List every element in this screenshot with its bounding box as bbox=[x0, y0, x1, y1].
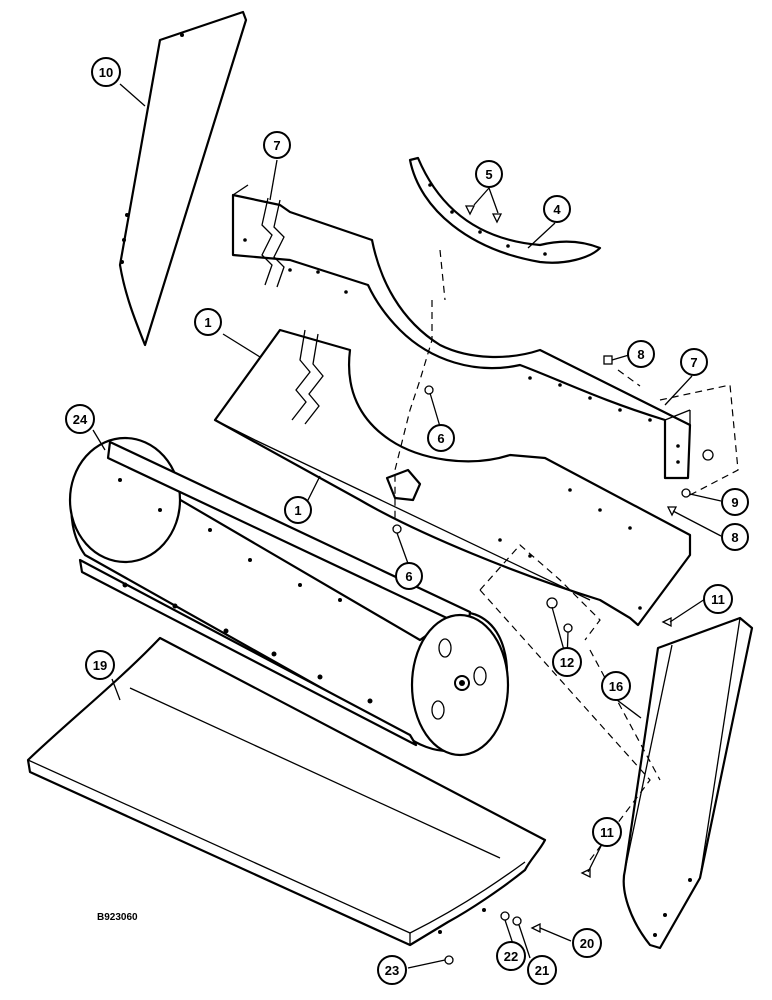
svg-text:5: 5 bbox=[485, 167, 492, 182]
svg-text:23: 23 bbox=[385, 963, 399, 978]
callout-19: 19 bbox=[85, 650, 115, 680]
callout-11: 11 bbox=[703, 584, 733, 614]
svg-text:8: 8 bbox=[731, 530, 738, 545]
assembly-dashed-lines bbox=[394, 249, 739, 861]
callout-5: 5 bbox=[475, 160, 503, 188]
callout-1: 1 bbox=[284, 496, 312, 524]
svg-text:20: 20 bbox=[580, 936, 594, 951]
callout-22: 22 bbox=[496, 941, 526, 971]
callout-10: 10 bbox=[91, 57, 121, 87]
svg-text:19: 19 bbox=[93, 658, 107, 673]
callout-4: 4 bbox=[543, 195, 571, 223]
part-4-curved-strip bbox=[408, 156, 602, 264]
callout-21: 21 bbox=[527, 955, 557, 985]
svg-text:16: 16 bbox=[609, 679, 623, 694]
callout-12: 12 bbox=[552, 647, 582, 677]
callout-23: 23 bbox=[377, 955, 407, 985]
svg-text:11: 11 bbox=[600, 825, 614, 840]
callout-8: 8 bbox=[627, 340, 655, 368]
svg-text:24: 24 bbox=[73, 412, 88, 427]
part-1-lower-panel bbox=[213, 328, 692, 627]
callout-7: 7 bbox=[263, 131, 291, 159]
part-10-side-sheet bbox=[118, 10, 248, 347]
svg-text:11: 11 bbox=[711, 592, 725, 607]
callout-7: 7 bbox=[680, 348, 708, 376]
svg-text:6: 6 bbox=[405, 569, 412, 584]
callout-6: 6 bbox=[427, 424, 455, 452]
callout-8: 8 bbox=[721, 523, 749, 551]
callout-6: 6 bbox=[395, 562, 423, 590]
svg-text:7: 7 bbox=[690, 355, 697, 370]
drawing-reference-number: B923060 bbox=[97, 912, 138, 923]
svg-text:10: 10 bbox=[99, 65, 113, 80]
callout-16: 16 bbox=[601, 671, 631, 701]
svg-text:4: 4 bbox=[553, 202, 561, 217]
svg-text:1: 1 bbox=[294, 503, 301, 518]
svg-text:9: 9 bbox=[731, 495, 738, 510]
part-24-drum bbox=[68, 436, 510, 757]
svg-text:22: 22 bbox=[504, 949, 518, 964]
callout-1: 1 bbox=[194, 308, 222, 336]
svg-text:12: 12 bbox=[560, 655, 574, 670]
part-5-screws bbox=[464, 205, 503, 224]
svg-text:1: 1 bbox=[204, 315, 211, 330]
callout-24: 24 bbox=[65, 404, 95, 434]
part-19-bottom-pan bbox=[26, 636, 547, 947]
callout-11: 11 bbox=[592, 817, 622, 847]
svg-text:6: 6 bbox=[437, 431, 444, 446]
callout-20: 20 bbox=[572, 928, 602, 958]
svg-text:8: 8 bbox=[637, 347, 644, 362]
svg-text:21: 21 bbox=[535, 963, 549, 978]
svg-text:7: 7 bbox=[273, 138, 280, 153]
part-7-upper-panel bbox=[231, 184, 692, 480]
part-16-side-sheet bbox=[622, 616, 754, 950]
callout-9: 9 bbox=[721, 488, 749, 516]
